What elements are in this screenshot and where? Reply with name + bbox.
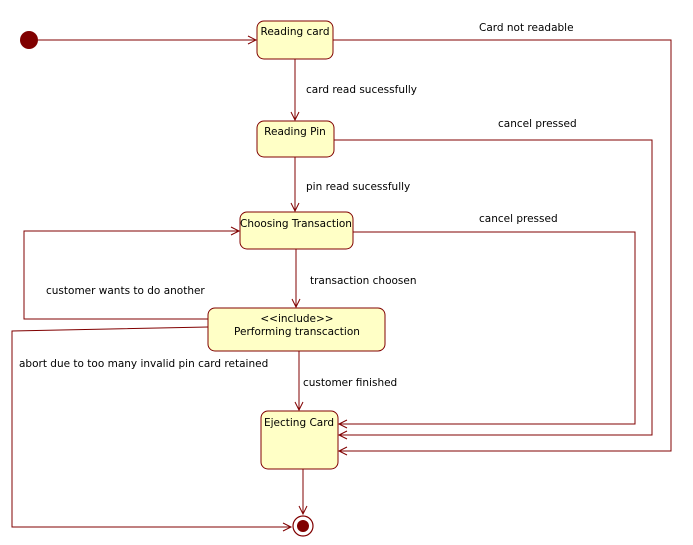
transition-card-read-successfully: card read sucessfully <box>290 59 417 122</box>
transition-transaction-chosen: transaction choosen <box>291 249 417 309</box>
transition-cancel-pressed-pin: cancel pressed <box>334 118 653 440</box>
state-label-performing-transaction: Performing transcaction <box>234 326 360 338</box>
transition-customer-wants-another: customer wants to do another <box>23 226 241 320</box>
label-card-read-successfully: card read sucessfully <box>306 84 417 96</box>
transition-ejecting-to-final <box>298 469 308 516</box>
label-pin-read-successfully: pin read sucessfully <box>306 181 410 193</box>
state-reading-card: Reading card <box>256 20 334 60</box>
state-label-reading-card: Reading card <box>261 26 330 38</box>
label-cancel-pressed-choosing: cancel pressed <box>479 213 558 225</box>
final-node <box>292 515 314 537</box>
transition-abort-invalid-pin: abort due to too many invalid pin card r… <box>11 326 293 532</box>
label-transaction-chosen: transaction choosen <box>310 275 417 287</box>
initial-node <box>20 31 38 49</box>
state-label-ejecting-card: Ejecting Card <box>264 417 334 429</box>
label-cancel-pressed-pin: cancel pressed <box>498 118 577 130</box>
label-customer-finished: customer finished <box>303 377 397 389</box>
transition-cancel-pressed-choosing: cancel pressed <box>337 213 636 429</box>
state-stereotype-include: <<include>> <box>260 313 333 325</box>
transition-pin-read-successfully: pin read sucessfully <box>290 157 410 213</box>
state-label-choosing-transaction: Choosing Transaction <box>240 218 352 230</box>
label-card-not-readable: Card not readable <box>479 22 574 34</box>
label-abort-invalid-pin: abort due to too many invalid pin card r… <box>19 358 268 370</box>
label-customer-wants-another: customer wants to do another <box>46 285 205 297</box>
state-reading-pin: Reading Pin <box>256 120 335 158</box>
state-ejecting-card: Ejecting Card <box>260 410 339 470</box>
transition-customer-finished: customer finished <box>294 351 397 412</box>
transition-initial-to-reading-card <box>38 35 258 45</box>
state-label-reading-pin: Reading Pin <box>264 126 326 138</box>
transition-card-not-readable: Card not readable <box>333 22 672 456</box>
state-performing-transaction: <<include>> Performing transcaction <box>207 307 386 352</box>
state-choosing-transaction: Choosing Transaction <box>239 211 354 250</box>
